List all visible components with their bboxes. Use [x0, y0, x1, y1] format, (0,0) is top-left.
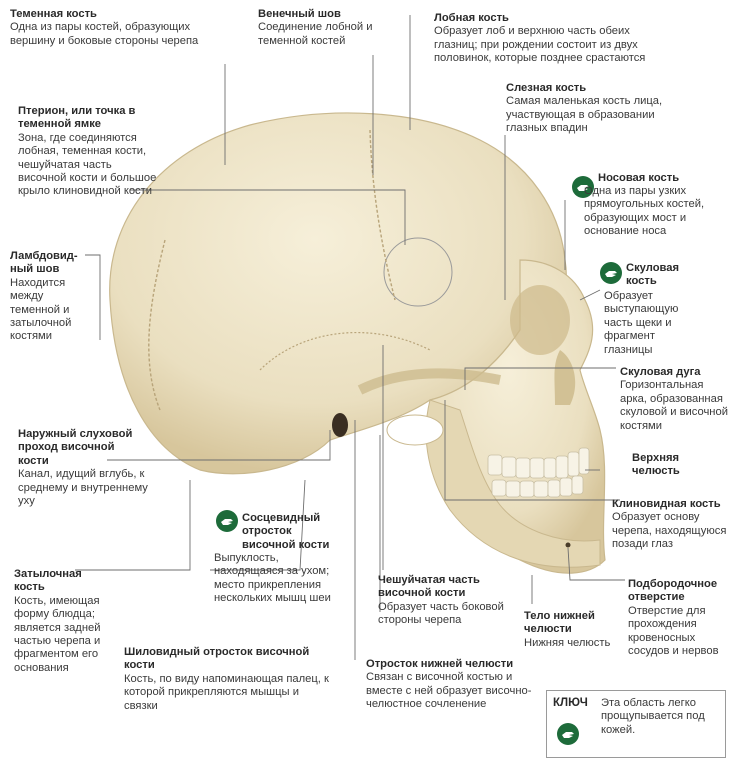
- ear-canal: [332, 413, 348, 437]
- label-nasal: Носовая кость: [598, 172, 680, 184]
- squamous-suture: [259, 332, 431, 371]
- label-mastoid-desc: Выпуклость, находящаяся за ухом; место п…: [214, 552, 331, 605]
- zygomatic-arch-shape: [357, 368, 501, 395]
- palpable-hand-icon: [600, 262, 622, 284]
- pterion-circle: [383, 237, 453, 307]
- leader-lines: [75, 15, 625, 660]
- palpable-hand-icon: [216, 510, 238, 532]
- nasal-opening: [554, 350, 576, 405]
- label-nasal-desc: Одна из пары узких прямоугольных костей,…: [584, 185, 705, 238]
- palpable-hand-icon: [557, 723, 579, 745]
- coronal-suture: [369, 129, 396, 301]
- key-box: КЛЮЧ Эта область легко прощупывается под…: [546, 690, 726, 758]
- label-maxilla: Верхняя челюсть: [632, 452, 680, 478]
- jaw-notch: [386, 414, 444, 446]
- lambdoid-suture: [148, 239, 166, 411]
- teeth: [487, 447, 590, 498]
- palpable-hand-icon: [572, 176, 594, 198]
- mental-foramen-dot: [565, 542, 571, 548]
- key-title: КЛЮЧ: [553, 697, 588, 709]
- key-text: Эта область легко прощупывается под коже…: [601, 697, 705, 736]
- orbit: [510, 285, 570, 355]
- label-mastoid: Сосцевидный отросток височной кости: [242, 512, 330, 551]
- label-zygomatic-desc: Образует выступающую часть щеки и фрагме…: [604, 290, 679, 356]
- label-zygomatic: Скуловая кость: [626, 262, 680, 288]
- mandible-shape: [425, 399, 601, 568]
